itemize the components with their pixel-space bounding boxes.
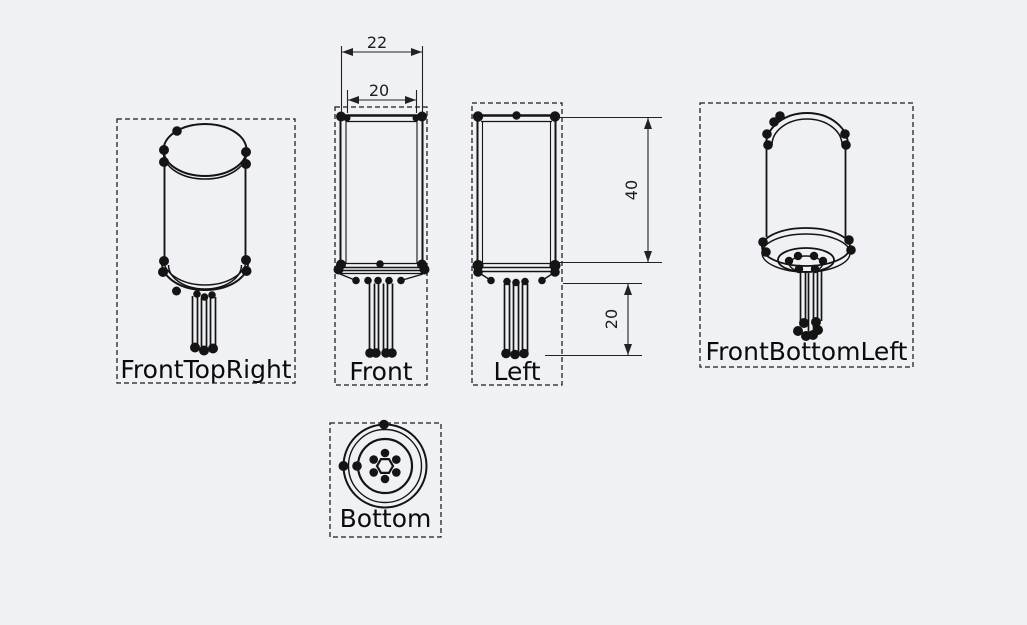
leads <box>368 283 394 352</box>
view-label-bottom: Bottom <box>339 504 432 533</box>
view-frame <box>329 422 442 538</box>
view-front: 22 20 <box>333 33 430 386</box>
dimension-value: 40 <box>622 180 641 200</box>
view-left: 40 20 <box>471 102 662 386</box>
dimension-left-body-height: 40 <box>558 116 662 264</box>
leads <box>191 296 217 349</box>
view-label-front-top-right: FrontTopRight <box>120 355 292 384</box>
view-frame <box>471 102 563 386</box>
dimension-front-outer-width: 22 <box>340 33 424 113</box>
bottom-flange <box>337 266 426 282</box>
view-label-front-bottom-left: FrontBottomLeft <box>705 337 908 366</box>
vertex-dots <box>333 111 430 358</box>
vertex-dots <box>758 111 856 341</box>
view-frame <box>334 106 428 386</box>
dimension-left-lead-length: 20 <box>545 282 642 357</box>
vertex-dots <box>338 419 389 471</box>
bottom-flange-arcs <box>161 258 249 291</box>
vertex-dots <box>158 126 252 356</box>
dimension-front-body-width: 20 <box>346 81 418 113</box>
body-outline <box>476 114 557 266</box>
dimension-value: 20 <box>602 309 621 329</box>
view-frame <box>699 102 914 368</box>
vertex-dots <box>472 111 561 360</box>
view-label-front: Front <box>349 357 413 386</box>
dimension-value: 22 <box>367 33 387 52</box>
view-frame <box>116 118 296 384</box>
view-front-top-right <box>116 118 296 384</box>
view-label-left: Left <box>493 357 541 386</box>
bottom-flange-ellipses <box>761 227 851 273</box>
body-sides <box>765 147 847 237</box>
body-sides <box>163 152 247 262</box>
leads <box>503 284 529 353</box>
view-front-bottom-left <box>699 102 914 368</box>
body-outline <box>339 114 424 265</box>
view-bottom <box>329 419 442 538</box>
dimension-value: 20 <box>369 81 389 100</box>
lead-hex-pattern <box>369 448 401 484</box>
